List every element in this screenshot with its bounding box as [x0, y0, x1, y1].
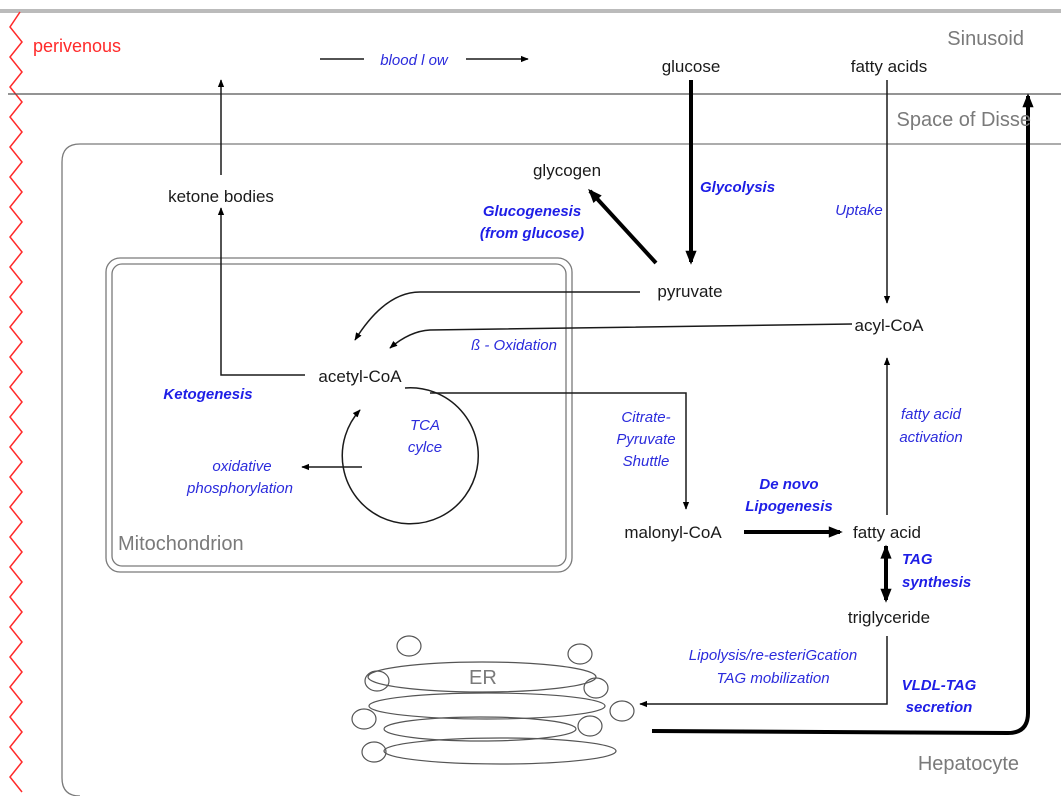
- hepatocyte-label: Hepatocyte: [918, 753, 1019, 775]
- tca-label-line1: TCA: [410, 417, 440, 434]
- mitochondrion-outer-membrane: [105, 257, 573, 573]
- acyl-coa-label: acyl-CoA: [855, 316, 925, 335]
- perivenous-zigzag: [9, 11, 23, 793]
- hepatocyte-boundary: [61, 143, 1061, 796]
- tca-cycle-arrow: [341, 387, 479, 525]
- perivenous-label: perivenous: [33, 36, 121, 56]
- blood-flow-label: blood l ow: [380, 52, 449, 69]
- vldl-label-line2: secretion: [906, 699, 973, 716]
- fa-activation-label-line1: fatty acid: [901, 406, 962, 423]
- lipogenesis-label-line1: De novo: [759, 476, 818, 493]
- shuttle-label-line1: Citrate-: [621, 409, 670, 426]
- glycolysis-label: Glycolysis: [700, 179, 775, 196]
- ketogenesis-label: Ketogenesis: [163, 386, 252, 403]
- lipogenesis-label-line2: Lipogenesis: [745, 498, 833, 515]
- malonyl-coa-label: malonyl-CoA: [624, 523, 722, 542]
- beta-oxidation-label: ß - Oxidation: [471, 337, 557, 354]
- glucogenesis-label-line2: (from glucose): [480, 225, 584, 242]
- ketone-bodies-label: ketone bodies: [168, 187, 274, 206]
- glucose-label: glucose: [662, 57, 721, 76]
- tag-synthesis-label-line2: synthesis: [902, 574, 971, 591]
- er-organelle: [351, 635, 635, 765]
- space-of-disse-label: Space of Disse: [896, 109, 1031, 131]
- pyruvate-to-acetylcoa-arrow: [354, 291, 640, 341]
- fatty-acids-label: fatty acids: [851, 57, 928, 76]
- lipolysis-label-line2: TAG mobilization: [716, 670, 829, 687]
- tag-mobilization-arrow: [639, 636, 888, 708]
- fa-activation-label-line2: activation: [899, 429, 962, 446]
- beta-oxidation-arrow: [389, 323, 853, 349]
- sinusoid-label: Sinusoid: [947, 28, 1024, 50]
- pyruvate-label: pyruvate: [657, 282, 722, 301]
- glucogenesis-label-line1: Glucogenesis: [483, 203, 581, 220]
- triglyceride-label: triglyceride: [848, 608, 930, 627]
- lipolysis-label-line1: Lipolysis/re-esteriGcation: [689, 647, 857, 664]
- shuttle-label-line2: Pyruvate: [616, 431, 675, 448]
- mitochondrion-inner-membrane: [111, 263, 567, 567]
- vldl-secretion-arrow: [651, 93, 1034, 736]
- shuttle-label-line3: Shuttle: [623, 453, 670, 470]
- glycogen-label: glycogen: [533, 161, 601, 180]
- er-label: ER: [469, 667, 497, 689]
- tca-label-line2: cylce: [408, 439, 442, 456]
- mitochondrion-label: Mitochondrion: [118, 533, 244, 555]
- oxphos-label-line2: phosphorylation: [186, 480, 293, 497]
- acetyl-coa-label: acetyl-CoA: [318, 367, 402, 386]
- oxphos-label-line1: oxidative: [212, 458, 271, 475]
- uptake-label: Uptake: [835, 202, 883, 219]
- tag-synthesis-label-line1: TAG: [902, 551, 933, 568]
- ketogenesis-arrow: [217, 207, 305, 376]
- fatty-acid-label: fatty acid: [853, 523, 921, 542]
- glucogenesis-arrow: [588, 188, 658, 265]
- vldl-label-line1: VLDL-TAG: [902, 677, 977, 694]
- citrate-shuttle-arrow: [430, 392, 690, 510]
